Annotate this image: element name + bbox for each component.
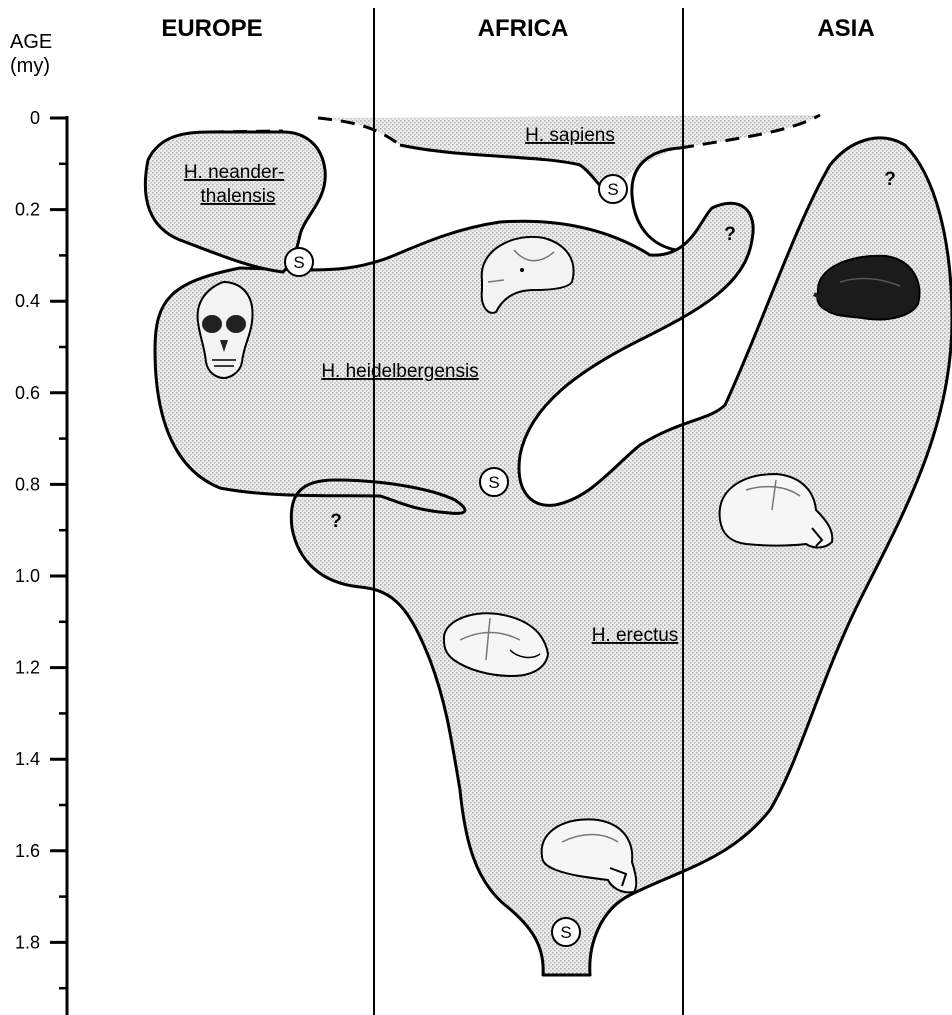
age-tick-label: 1.0 [15,566,40,586]
age-tick-label: 1.2 [15,658,40,678]
speciation-marker-sapiens: S [599,175,627,203]
age-tick-label: 0.8 [15,474,40,494]
unknown-mark-africa-branch: ? [724,224,736,245]
speciation-marker-label: S [560,923,571,942]
taxon-label-sapiens: H. sapiens [525,125,615,146]
taxon-label-neanderthalensis-2: thalensis [201,186,276,207]
age-tick-label: 1.6 [15,841,40,861]
speciation-marker-erectus: S [552,918,580,946]
taxon-label-erectus: H. erectus [592,625,679,646]
taxon-label-neanderthalensis-1: H. neander- [184,162,284,183]
region-header-europe: EUROPE [161,15,262,42]
age-tick-label: 0.2 [15,200,40,220]
age-tick-label: 1.8 [15,932,40,952]
speciation-marker-label: S [607,180,618,199]
speciation-marker-label: S [488,473,499,492]
speciation-marker-heidelbergensis: S [480,468,508,496]
age-axis-unit: (my) [10,55,50,77]
age-tick-label: 0.6 [15,383,40,403]
age-axis: 0 0.2 0.4 0.6 0.8 1.0 1.2 1.4 1.6 1.8 [15,108,67,1015]
unknown-mark-europe-early: ? [330,511,342,532]
unknown-mark-asia-top: ? [884,169,896,190]
region-header-asia: ASIA [817,15,874,42]
region-header-africa: AFRICA [478,15,569,42]
speciation-marker-label: S [293,253,304,272]
age-tick-label: 1.4 [15,749,40,769]
age-axis-title: AGE [10,31,52,53]
age-tick-label: 0 [30,108,40,128]
speciation-marker-neanderthal: S [285,248,313,276]
age-tick-label: 0.4 [15,291,40,311]
taxon-label-heidelbergensis: H. heidelbergensis [321,361,478,382]
